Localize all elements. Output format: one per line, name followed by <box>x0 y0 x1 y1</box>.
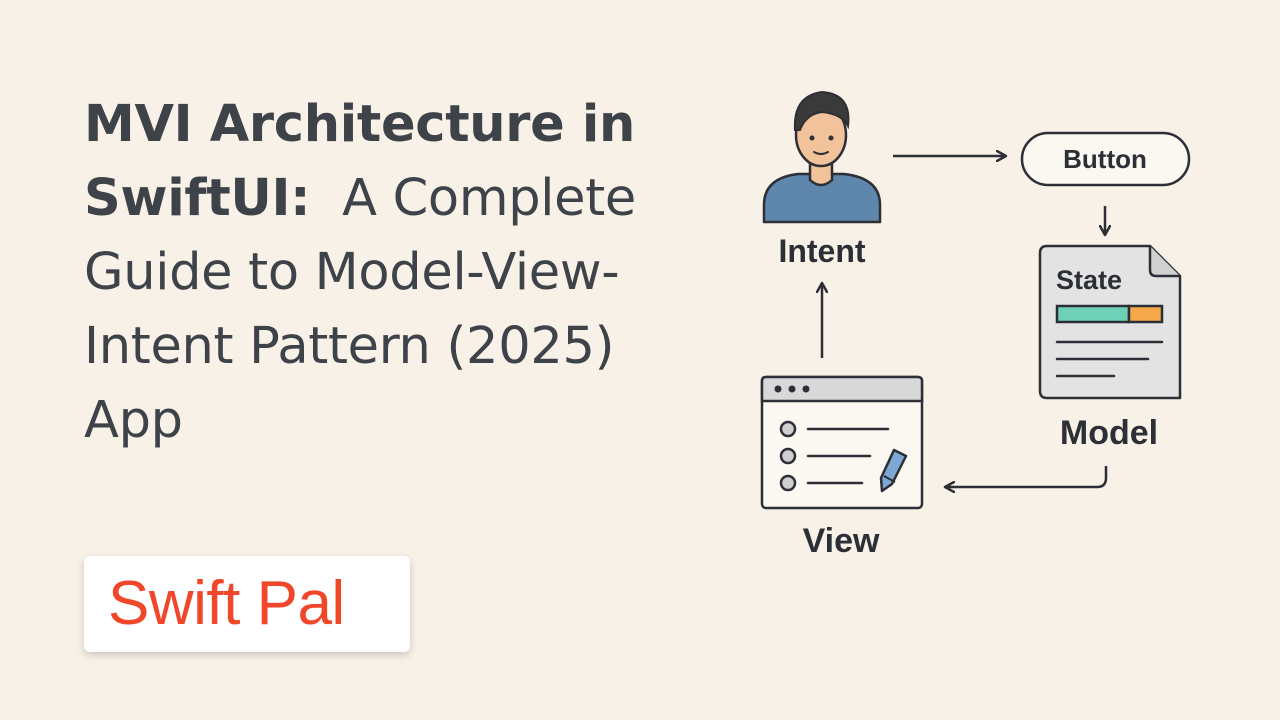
title-line-4: Intent Pattern (2025) <box>84 317 615 376</box>
title-line-3: Guide to Model-View- <box>84 243 620 302</box>
view-label: View <box>803 522 880 560</box>
logo-text: Swift Pal <box>108 568 345 639</box>
app-window-icon <box>760 375 924 510</box>
title-line-5: App <box>84 391 183 450</box>
title-line-2-rest: A Complete <box>342 169 636 228</box>
button-node: Button <box>1020 131 1191 187</box>
logo-text-part-1: Swift P <box>108 569 298 638</box>
pencil-icon <box>879 448 908 493</box>
document-icon: State <box>1038 244 1182 400</box>
state-bar-green <box>1055 304 1131 324</box>
logo-text-part-2: al <box>297 569 345 638</box>
state-bar-orange <box>1127 304 1164 324</box>
person-icon <box>762 90 882 224</box>
swift-pal-logo: Swift Pal <box>84 556 410 652</box>
title-line-1: MVI Architecture in <box>84 88 684 162</box>
title-bold-part-2: SwiftUI: <box>84 169 311 228</box>
title-line-2: SwiftUI: A Complete <box>84 162 684 236</box>
arrow-model-to-view <box>946 466 1108 487</box>
model-label: Model <box>1060 414 1158 452</box>
state-label: State <box>1056 265 1122 295</box>
intent-label: Intent <box>778 233 865 269</box>
button-label: Button <box>1063 144 1147 174</box>
article-title: MVI Architecture in SwiftUI: A Complete … <box>84 88 684 458</box>
title-bold-part-1: MVI Architecture in <box>84 95 636 154</box>
